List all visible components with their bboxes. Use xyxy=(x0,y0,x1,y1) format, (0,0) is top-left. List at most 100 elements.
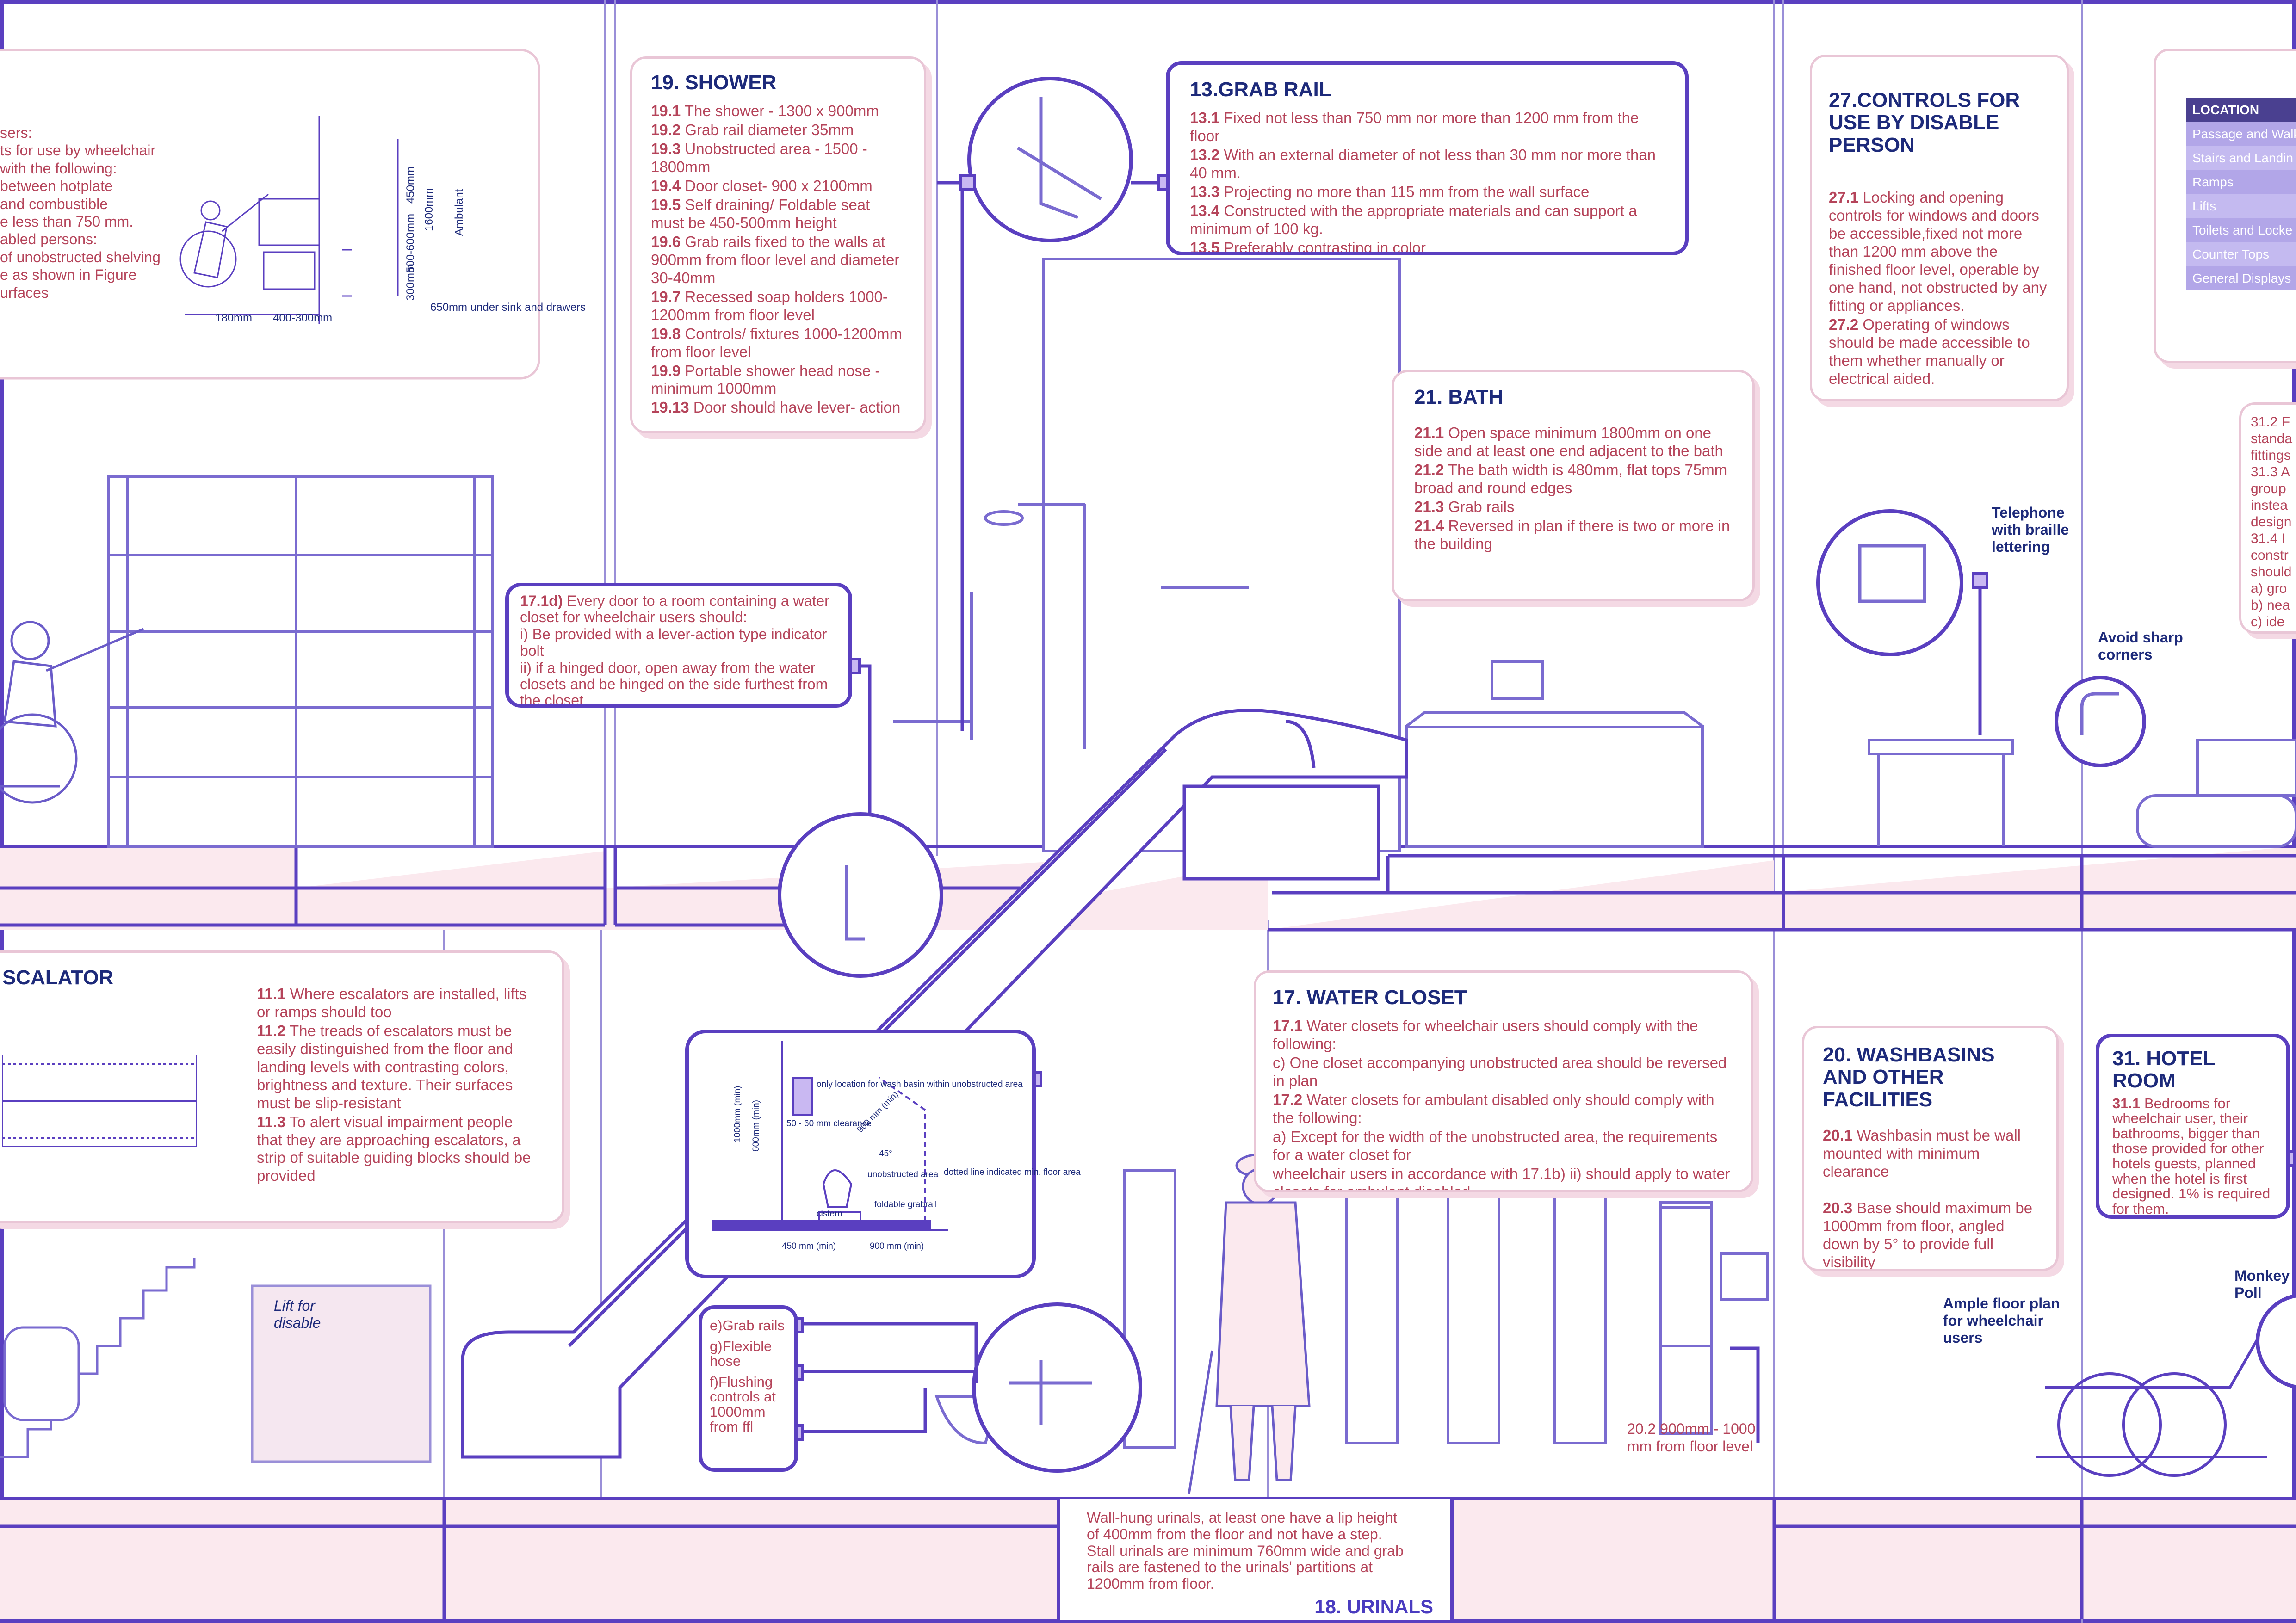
wc-plan-drawing xyxy=(712,1041,948,1231)
bath-panel: 21. BATH 21.1 Open space minimum 1800mm … xyxy=(1392,370,1755,601)
fixture-item: g)Flexible hose xyxy=(710,1338,772,1370)
dim-1600: 1600mm xyxy=(423,188,435,231)
shower-item: 19.4 Door closet- 900 x 2100mm xyxy=(651,177,905,195)
bath-item: 21.2 The bath width is 480mm, flat tops … xyxy=(1414,461,1732,497)
partial-line: instea xyxy=(2251,498,2288,513)
item-number: 13.2 xyxy=(1190,146,1220,164)
kitchen-line: of unobstructed shelving xyxy=(0,248,161,265)
grab-rail-callout xyxy=(967,77,1133,242)
rounded-corner-callout xyxy=(2055,676,2146,767)
item-text: Door should have lever- action xyxy=(689,399,901,416)
item-number: 17.1d) xyxy=(520,592,563,609)
escalator-panel: SCALATOR 11.1 Where escalators are insta… xyxy=(0,950,564,1223)
item-number: 19.6 xyxy=(651,233,681,250)
grab-rail-item: 13.4 Constructed with the appropriate ma… xyxy=(1190,202,1665,238)
grab-rail-item: 13.1 Fixed not less than 750 mm nor more… xyxy=(1190,109,1665,145)
item-number: 13.5 xyxy=(1190,239,1220,255)
item-number: 19.4 xyxy=(651,177,681,195)
bath-title: 21. BATH xyxy=(1414,386,1504,408)
escalator-items: 11.1 Where escalators are installed, lif… xyxy=(257,985,534,1186)
grab-rail-title: 13.GRAB RAIL xyxy=(1190,78,1331,101)
item-number: 13.4 xyxy=(1190,202,1220,220)
shower-panel: 19. SHOWER 19.1 The shower - 1300 x 900m… xyxy=(630,56,926,433)
item-text: Unobstructed area - 1500 - 1800mm xyxy=(651,140,867,176)
kitchen-text: sers: ts for use by wheelchair with the … xyxy=(0,124,167,302)
escalator-item: 11.1 Where escalators are installed, lif… xyxy=(257,985,534,1021)
door-item: i) Be provided with a lever-action type … xyxy=(520,626,837,659)
item-text: Door closet- 900 x 2100mm xyxy=(681,177,873,195)
water-closet-panel: 17. WATER CLOSET 17.1 Water closets for … xyxy=(1254,970,1753,1192)
kitchen-panel xyxy=(0,49,540,380)
kitchen-line: and combustible xyxy=(0,195,108,212)
item-text: c) One closet accompanying unobstructed … xyxy=(1273,1054,1727,1090)
sharp-corners-note: Avoid sharp corners xyxy=(2098,629,2183,663)
washbasin-title: 20. WASHBASINS AND OTHER FACILITIES xyxy=(1823,1043,1995,1111)
location-row: Lifts xyxy=(2186,194,2296,218)
item-number: 13.3 xyxy=(1190,183,1220,201)
location-row: Ramps xyxy=(2186,170,2296,194)
kitchen-line: ts for use by wheelchair xyxy=(0,142,156,159)
monkey-poll-note: Monkey Poll xyxy=(2234,1267,2290,1301)
item-text: The treads of escalators must be easily … xyxy=(257,1022,513,1111)
item-text: Water closets for wheelchair users shoul… xyxy=(1273,1017,1698,1053)
water-closet-item: 17.1 Water closets for wheelchair users … xyxy=(1273,1017,1734,1053)
shower-item: 19.3 Unobstructed area - 1500 - 1800mm xyxy=(651,140,905,176)
escalator-steps xyxy=(2,1055,197,1147)
item-text: Water closets for ambulant disabled only… xyxy=(1273,1091,1714,1127)
floor-plan-note: Ample floor plan for wheelchair users xyxy=(1943,1295,2060,1346)
urinals-text: Wall-hung urinals, at least one have a l… xyxy=(1087,1509,1404,1592)
item-number: 11.2 xyxy=(257,1022,286,1039)
kitchen-line: with the following: xyxy=(0,160,117,177)
item-text: Constructed with the appropriate materia… xyxy=(1190,202,1637,238)
grab-rail-lower-callout xyxy=(972,1302,1142,1473)
location-row: Passage and Walk xyxy=(2186,122,2296,146)
item-number: 11.1 xyxy=(257,985,286,1002)
dim-300: 300mm xyxy=(404,264,417,301)
location-table: LOCATION Passage and Walk Stairs and Lan… xyxy=(2186,98,2296,290)
item-text: Locking and opening controls for windows… xyxy=(1829,189,2047,314)
kitchen-line: e as shown in Figure xyxy=(0,266,137,284)
item-number: 13.1 xyxy=(1190,109,1220,127)
door-panel: 17.1d) Every door to a room containing a… xyxy=(505,583,852,708)
location-row: Stairs and Landin xyxy=(2186,146,2296,170)
kitchen-line: urfaces xyxy=(0,284,49,301)
item-text: Reversed in plan if there is two or more… xyxy=(1414,517,1730,553)
bath-item: 21.4 Reversed in plan if there is two or… xyxy=(1414,517,1732,553)
wc-dotted: dotted line indicated min. floor area xyxy=(944,1167,1081,1177)
item-text: Where escalators are installed, lifts or… xyxy=(257,985,527,1020)
item-number: 19.9 xyxy=(651,362,681,379)
shower-item: 19.5 Self draining/ Foldable seat must b… xyxy=(651,196,905,232)
partial-line: should xyxy=(2251,564,2292,580)
item-number: 19.3 xyxy=(651,140,681,158)
item-text: With an external diameter of not less th… xyxy=(1190,146,1656,182)
item-text: To alert visual impairment people that t… xyxy=(257,1113,531,1185)
water-closet-item: 17.2 Water closets for ambulant disabled… xyxy=(1273,1091,1734,1127)
hotel-room-title: 31. HOTEL ROOM xyxy=(2112,1047,2215,1092)
shower-title: 19. SHOWER xyxy=(651,71,777,94)
urinals-title: 18. URINALS xyxy=(1314,1595,1433,1617)
item-number: 21.1 xyxy=(1414,424,1444,442)
kitchen-line: between hotplate xyxy=(0,178,113,195)
item-number: 21.3 xyxy=(1414,498,1444,516)
item-number: 21.4 xyxy=(1414,517,1444,535)
item-number: 17.2 xyxy=(1273,1091,1303,1109)
item-number: 19.1 xyxy=(651,102,681,120)
shelving-unit xyxy=(107,475,494,848)
location-row: General Displays xyxy=(2186,266,2296,290)
washbasin-panel: 20. WASHBASINS AND OTHER FACILITIES 20.1… xyxy=(1802,1026,2059,1271)
item-text: ii) if a hinged door, open away from the… xyxy=(520,659,828,708)
grab-rail-panel: 13.GRAB RAIL 13.1 Fixed not less than 75… xyxy=(1166,61,1689,255)
item-number: 27.2 xyxy=(1829,315,1859,333)
urinals-panel: Wall-hung urinals, at least one have a l… xyxy=(1057,1499,1453,1623)
escalator-item: 11.2 The treads of escalators must be ea… xyxy=(257,1022,534,1112)
item-text: Preferably contrasting in color xyxy=(1219,239,1426,255)
item-text: Base should maximum be 1000mm from floor… xyxy=(1823,1199,2033,1271)
hotel-requirements-panel: 31.2 F standa fittings 31.3 A group inst… xyxy=(2239,402,2296,634)
item-text: Portable shower head nose - minimum 1000… xyxy=(651,362,880,397)
dim-500: 500-600mm xyxy=(404,214,417,273)
item-text: Every door to a room containing a water … xyxy=(520,592,829,626)
shower-item: 19.8 Controls/ fixtures 1000-1200mm from… xyxy=(651,325,905,361)
shower-item: 19.7 Recessed soap holders 1000-1200mm f… xyxy=(651,288,905,324)
wc-cistern: cistern xyxy=(817,1209,842,1219)
location-row: Toilets and Locke xyxy=(2186,218,2296,242)
